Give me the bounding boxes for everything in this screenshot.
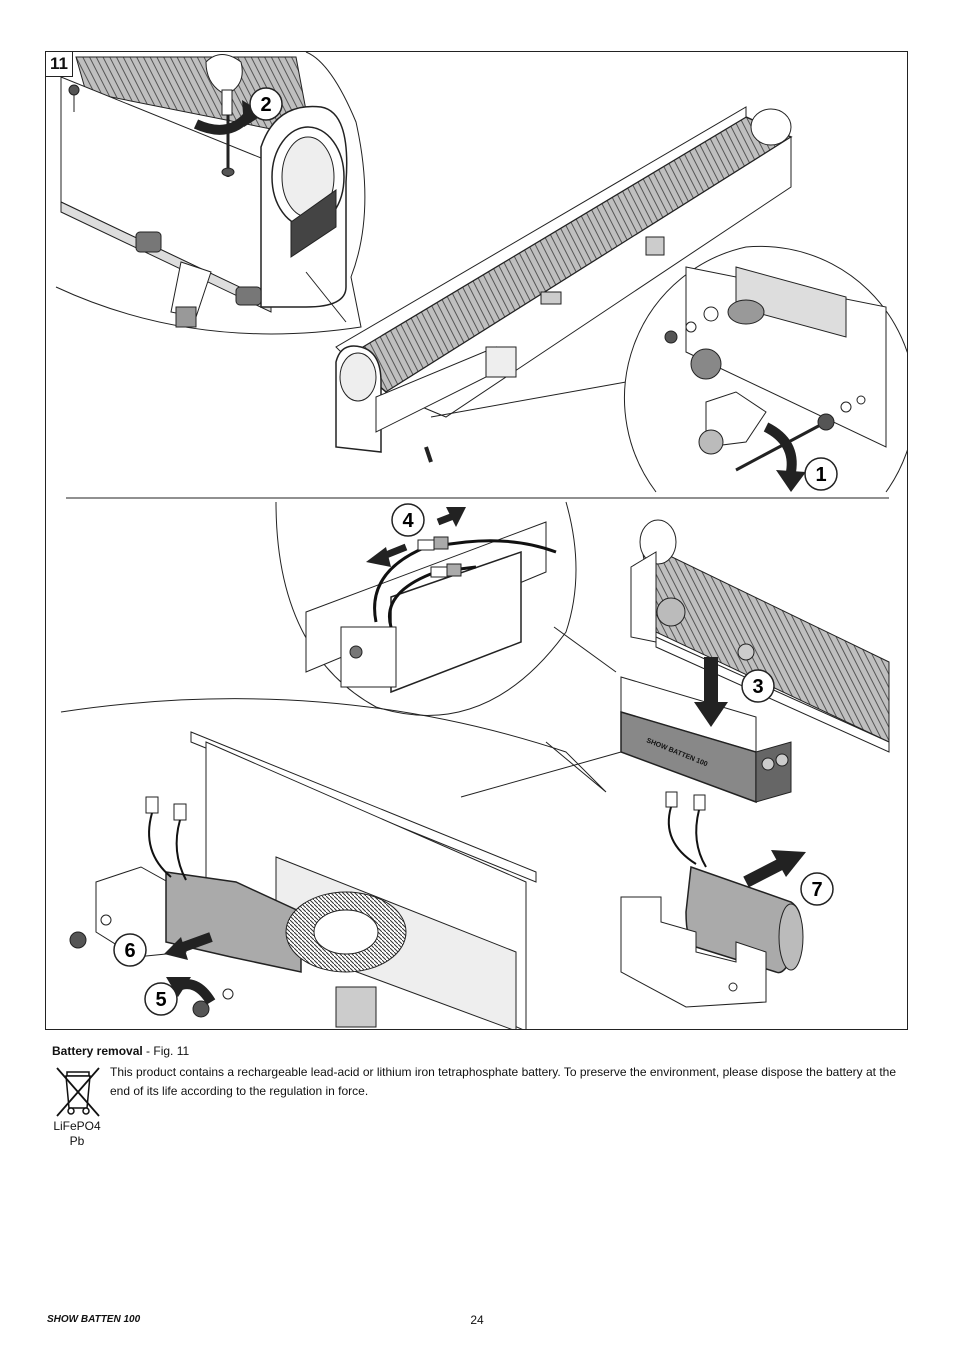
light-bar-main: [335, 106, 793, 463]
caption-title: Battery removal: [52, 1044, 143, 1058]
figure-frame: 11: [45, 51, 908, 1030]
battery-type-lifepo4: LiFePO4: [53, 1119, 101, 1133]
step-2-label: 2: [260, 94, 271, 116]
figure-caption: Battery removal - Fig. 11: [52, 1044, 189, 1058]
step-3-label: 3: [752, 676, 763, 698]
battery-types: LiFePO4 Pb: [48, 1119, 106, 1149]
caption-figure-ref: - Fig. 11: [142, 1044, 190, 1058]
step-5-label: 5: [155, 989, 166, 1011]
crossed-out-wheelie-bin-icon: [56, 1067, 100, 1117]
battery-removal-illustration: 2: [55, 52, 907, 1029]
figure-number: 11: [46, 52, 73, 77]
step-6-label: 6: [124, 940, 135, 962]
step-4-label: 4: [402, 510, 414, 532]
footer-model-name: SHOW BATTEN 100: [47, 1314, 141, 1325]
battery-type-pb: Pb: [69, 1134, 85, 1148]
battery-box-assembly: SHOW BATTEN 100: [620, 519, 890, 804]
step-7-label: 7: [811, 879, 822, 901]
disposal-notice: This product contains a rechargeable lea…: [110, 1065, 897, 1098]
detail-circle-middle: [275, 501, 577, 716]
page-number: 24: [470, 1313, 484, 1327]
detail-circle-top-left: [55, 52, 366, 335]
detail-open-box: [60, 698, 622, 1029]
battery-and-bracket: [620, 791, 804, 1008]
step-1-label: 1: [815, 464, 826, 486]
detail-circle-right: [624, 245, 907, 493]
